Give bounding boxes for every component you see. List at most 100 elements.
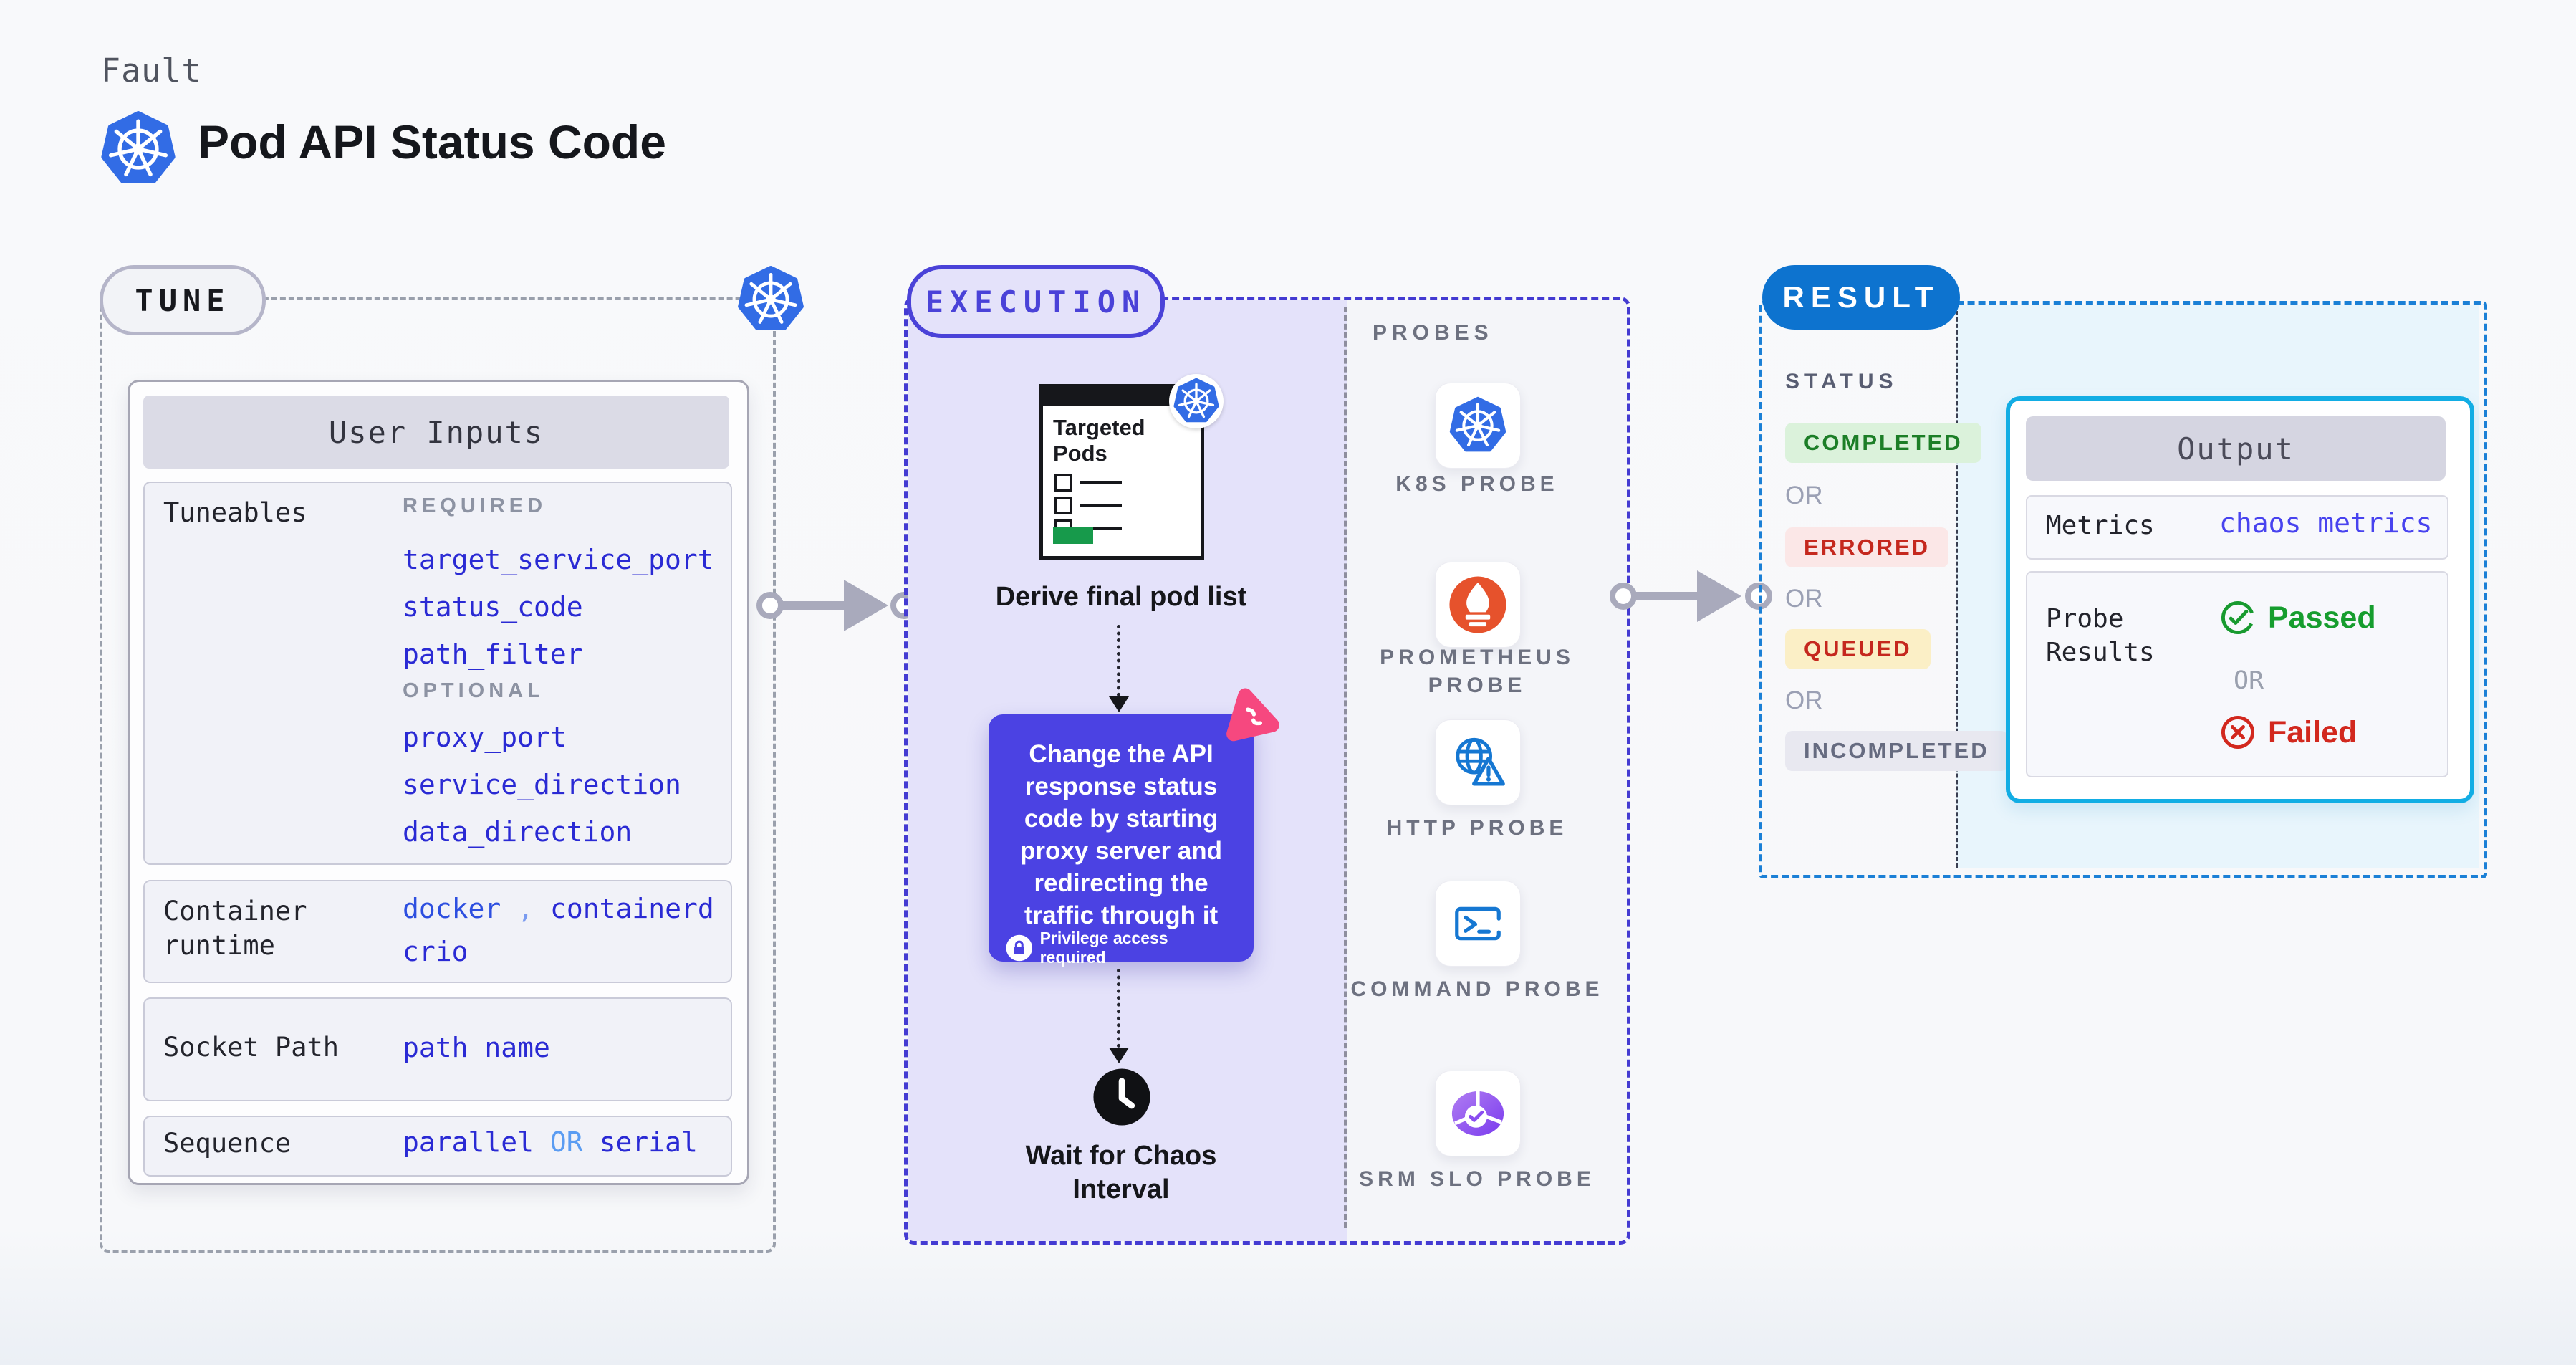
- runtime-docker: docker: [403, 893, 501, 924]
- fault-action-box: [989, 714, 1254, 962]
- tune-badge: TUNE: [100, 265, 266, 335]
- container-runtime-values: docker , containerd: [403, 893, 714, 924]
- optional-label: OPTIONAL: [403, 679, 544, 702]
- status-badge-completed: COMPLETED: [1785, 423, 1981, 463]
- derive-pod-list-caption: Derive final pod list: [995, 582, 1247, 612]
- output-or: OR: [2234, 666, 2264, 695]
- socket-path-value: path name: [403, 1032, 550, 1063]
- passed-row: Passed: [2219, 599, 2376, 636]
- socket-path-label: Socket Path: [163, 1032, 340, 1063]
- kubernetes-icon: [1173, 378, 1219, 423]
- result-section-outline: [1759, 301, 2487, 878]
- tune-section-outline: [100, 297, 776, 1253]
- tuneables-card: [143, 482, 732, 865]
- srm-slo-probe-card: [1435, 1071, 1521, 1156]
- kubernetes-icon: [736, 264, 805, 335]
- execution-to-result-arrow: [1631, 592, 1703, 600]
- output-title: Output: [2026, 416, 2446, 481]
- tuneables-label: Tuneables: [163, 497, 307, 528]
- probe-label: PROMETHEUS PROBE: [1380, 646, 1575, 697]
- arrow-start-node: [756, 592, 784, 619]
- metrics-row: [2026, 495, 2448, 560]
- failed-label: Failed: [2268, 714, 2358, 749]
- tuneable-optional-item: proxy_port: [403, 722, 567, 753]
- container-runtime-label: Container runtime: [163, 896, 307, 961]
- terminal-icon: [1455, 906, 1501, 941]
- pod-line: [1080, 481, 1122, 484]
- execution-badge: EXECUTION: [907, 265, 1165, 338]
- wait-chaos-caption: Wait for Chaos Interval: [1025, 1141, 1217, 1204]
- runtime-separator: ,: [517, 893, 550, 924]
- arrow-head-icon: [1697, 570, 1741, 622]
- sequence-serial: serial: [599, 1126, 698, 1158]
- arrow-down-icon: [1109, 696, 1129, 712]
- runtime-crio: crio: [403, 936, 468, 967]
- arrow-down-icon: [1109, 1048, 1129, 1063]
- probe-label: SRM SLO PROBE: [1359, 1167, 1595, 1191]
- privilege-row: Privilege access required: [1006, 929, 1236, 967]
- required-label: REQUIRED: [403, 494, 547, 517]
- probe-results-label: Probe Results: [2046, 604, 2155, 667]
- http-globe-warning-icon: [1456, 737, 1505, 786]
- pod-checkbox-icon: [1054, 474, 1072, 492]
- x-circle-icon: [2221, 715, 2255, 749]
- sequence-parallel: parallel: [403, 1126, 534, 1158]
- tuneable-required-item: target_service_port: [403, 544, 714, 575]
- status-or: OR: [1785, 482, 1823, 509]
- pod-line: [1080, 527, 1122, 530]
- tuneable-required-item: path_filter: [403, 638, 583, 670]
- kubernetes-badge: [1169, 374, 1224, 428]
- status-badge-queued: QUEUED: [1785, 629, 1931, 669]
- pod-action-button: [1053, 527, 1093, 544]
- sequence-label: Sequence: [163, 1128, 292, 1159]
- targeted-pods-title: Targeted Pods: [1053, 415, 1145, 466]
- status-badge-incompleted: INCOMPLETED: [1785, 731, 2008, 771]
- privilege-note: Privilege access required: [1039, 929, 1168, 967]
- k8s-probe-card: [1435, 383, 1521, 469]
- status-or: OR: [1785, 686, 1823, 714]
- probe-label: K8S PROBE: [1395, 472, 1559, 496]
- pod-line: [1080, 504, 1122, 507]
- connector-dotted: [1117, 625, 1120, 696]
- metrics-value: chaos metrics: [2219, 507, 2433, 539]
- sequence-card: [143, 1116, 732, 1177]
- passed-label: Passed: [2268, 600, 2376, 635]
- pod-checkbox-icon: [1054, 497, 1072, 514]
- probes-label: PROBES: [1373, 321, 1494, 345]
- http-probe-card: [1435, 719, 1521, 805]
- kubernetes-icon: [1448, 396, 1507, 455]
- probe-label: COMMAND PROBE: [1350, 977, 1604, 1001]
- status-badge-errored: ERRORED: [1785, 527, 1949, 567]
- lock-icon: [1006, 934, 1033, 962]
- tuneable-optional-item: data_direction: [403, 816, 633, 848]
- page-title: Pod API Status Code: [198, 115, 666, 168]
- command-probe-card: [1435, 881, 1521, 967]
- runtime-containerd: containerd: [549, 893, 714, 924]
- user-inputs-title: User Inputs: [143, 396, 729, 469]
- metrics-label: Metrics: [2046, 511, 2155, 540]
- probes-divider: [1344, 307, 1347, 1228]
- probe-label: HTTP PROBE: [1386, 816, 1568, 840]
- prometheus-icon: [1449, 576, 1506, 633]
- failed-row: Failed: [2219, 714, 2357, 751]
- status-or: OR: [1785, 585, 1823, 613]
- socket-path-card: [143, 997, 732, 1101]
- prometheus-probe-card: [1435, 562, 1521, 648]
- arrow-head-icon: [844, 580, 888, 631]
- fault-action-text: Change the API response status code by s…: [1019, 740, 1223, 929]
- fault-kicker: Fault: [101, 52, 202, 90]
- probe-results-row: [2026, 571, 2448, 777]
- tune-to-execution-arrow: [778, 601, 850, 610]
- status-label: STATUS: [1785, 370, 1898, 393]
- tuneable-optional-item: service_direction: [403, 769, 681, 800]
- check-circle-icon: [2221, 600, 2255, 635]
- container-runtime-card: [143, 880, 732, 983]
- arrow-start-node: [1610, 583, 1637, 610]
- srm-slo-icon: [1451, 1090, 1504, 1136]
- connector-dotted: [1117, 969, 1120, 1048]
- result-badge: RESULT: [1762, 265, 1960, 330]
- kubernetes-icon: [100, 109, 177, 189]
- clock-icon: [1093, 1068, 1150, 1126]
- chaos-icon: [1226, 688, 1279, 742]
- tuneable-required-item: status_code: [403, 591, 583, 623]
